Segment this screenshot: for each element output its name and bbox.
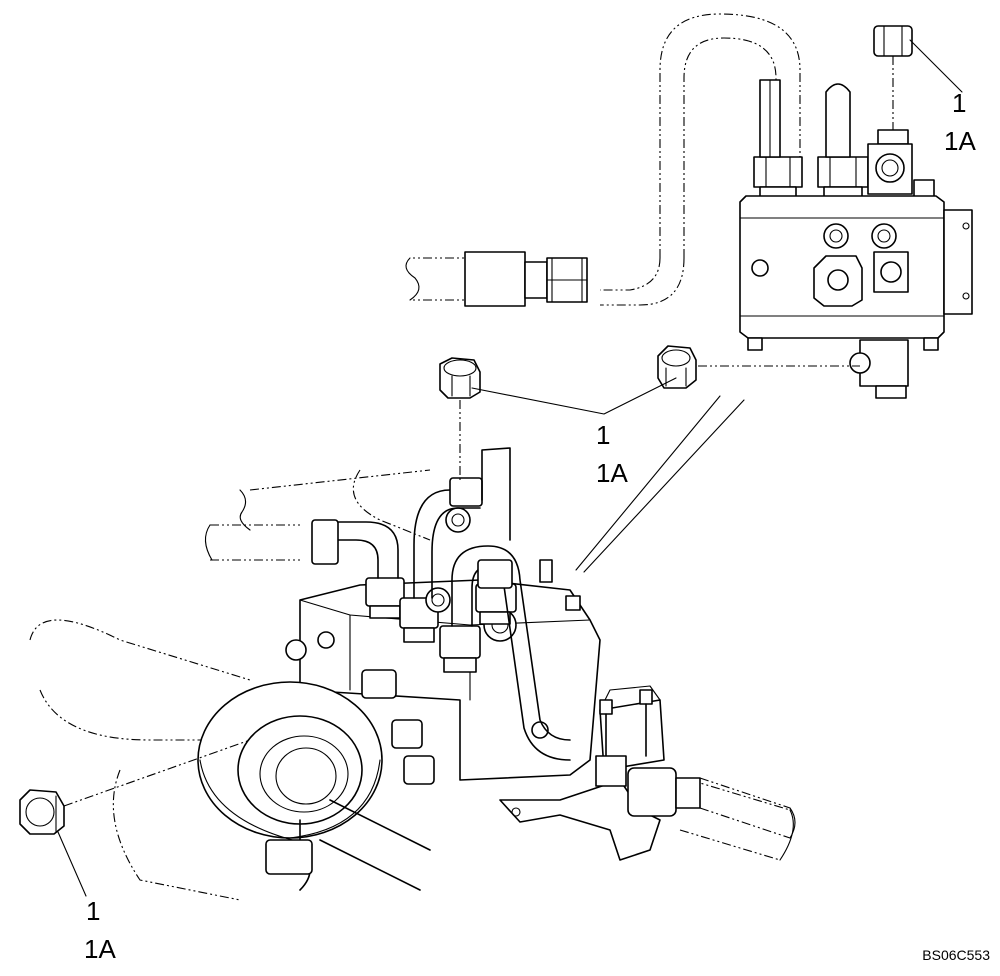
lower-tube-b [413, 489, 471, 599]
lower-hose-bottom [319, 799, 431, 891]
cap-nut-top-left [439, 357, 481, 399]
callout-center-number: 1 [596, 420, 610, 450]
callout-upper-right-ref: 1A [944, 126, 976, 156]
callout-center-ref: 1A [596, 458, 628, 488]
right-elbow-fitting [627, 767, 677, 817]
lower-hose-outline [29, 619, 260, 741]
upper-hose-loop [659, 13, 801, 258]
callout-lower-left-number: 1 [86, 896, 100, 926]
cap-nut-bottom-left [19, 789, 65, 835]
callout-upper-right-number: 1 [952, 88, 966, 118]
leader-line-3 [57, 831, 87, 897]
lower-tube-a [329, 539, 379, 579]
view-pointer-lines [575, 395, 745, 573]
lower-tube-c [451, 545, 571, 741]
upper-fitting-center [817, 156, 869, 188]
cap-nut-top-center [657, 345, 697, 389]
upper-hose-fitting [464, 251, 526, 307]
leader-line-2 [909, 39, 963, 93]
upper-cap-nut [873, 25, 913, 57]
lower-valve-assembly [29, 447, 796, 901]
callout-lower-left-ref: 1A [84, 934, 116, 964]
upper-port [823, 223, 849, 249]
upper-fitting-left [753, 156, 803, 188]
pump-ring [197, 681, 383, 843]
drawing-code: BS06C553 [922, 947, 990, 963]
upper-valve-assembly [405, 13, 973, 399]
leader-line-1 [471, 377, 677, 415]
